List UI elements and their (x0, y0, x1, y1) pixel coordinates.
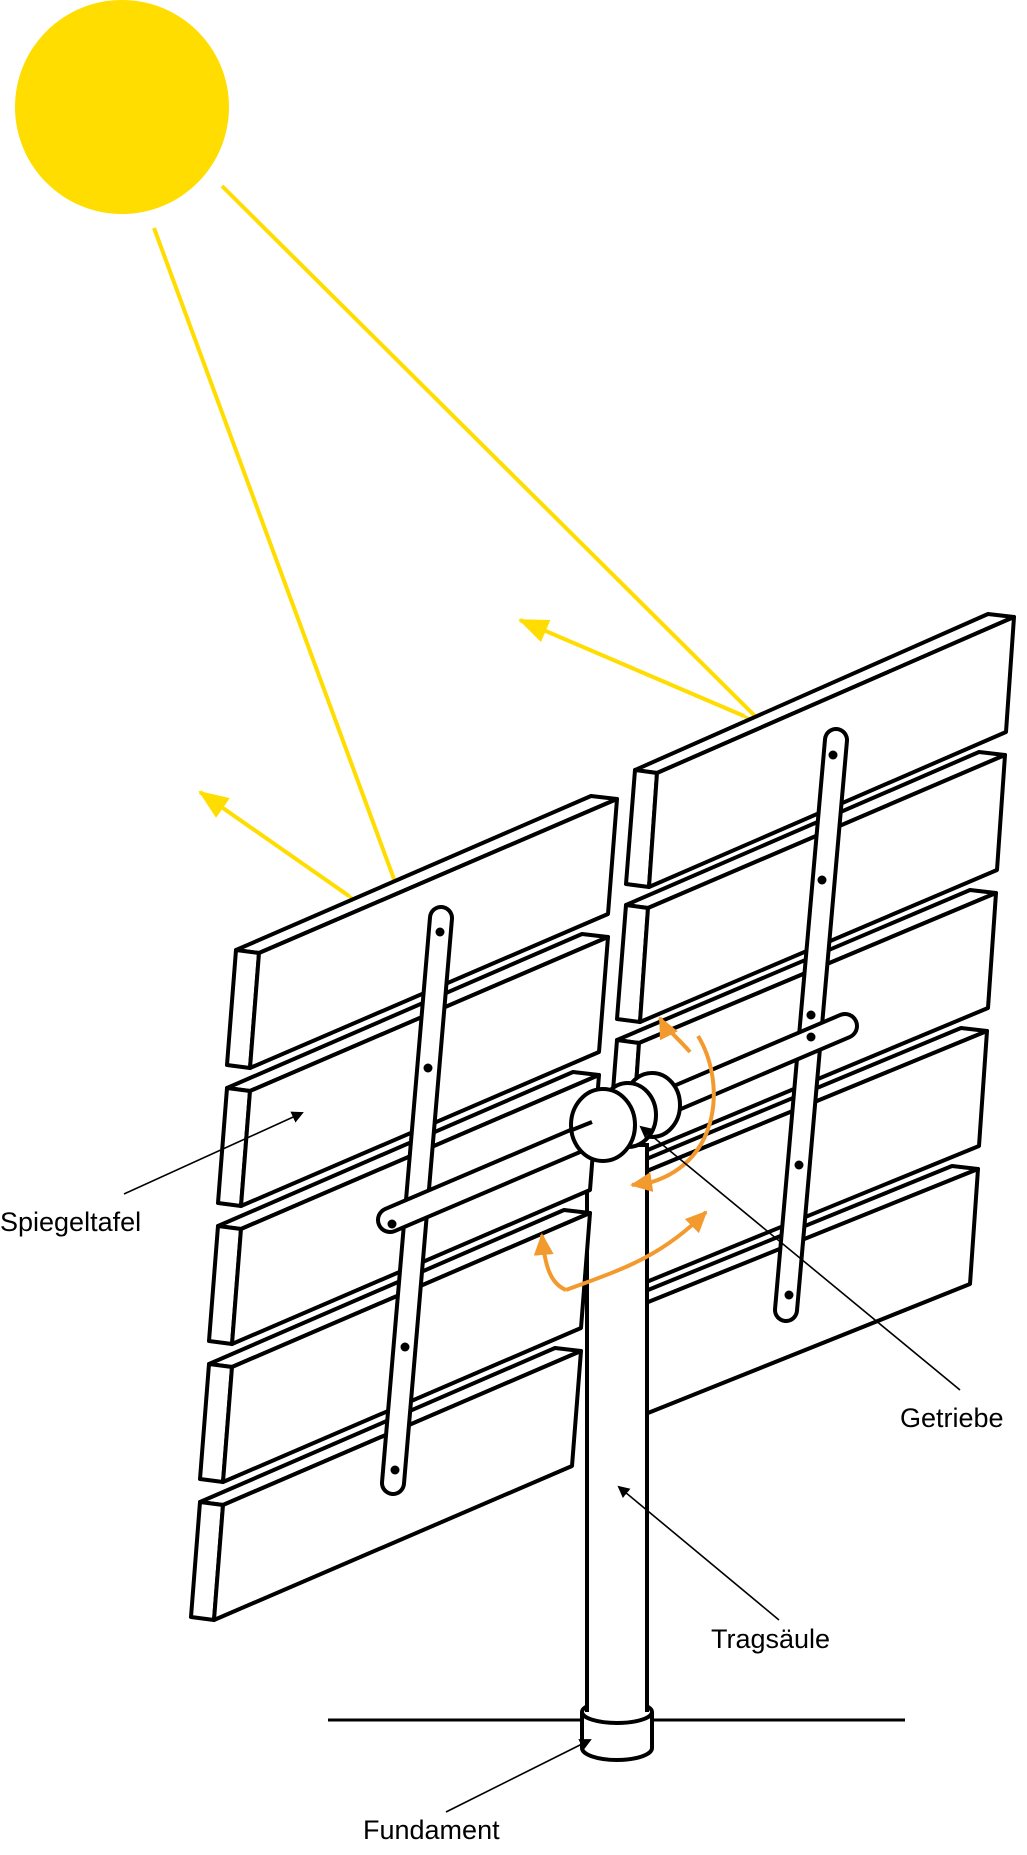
gearbox (569, 1071, 682, 1163)
sunbeam-reflected-right (518, 618, 745, 718)
rotation-arrow-icon (533, 1016, 716, 1292)
sunbeam-reflected-left (198, 790, 351, 898)
pointer-arrow-icon (445, 1739, 592, 1813)
pointer-arrow-icon (123, 1111, 304, 1195)
foundation-base (580, 1660, 654, 1762)
label-gearbox: Getriebe (900, 1403, 1004, 1433)
sunbeam-incoming-left (152, 227, 400, 891)
pointer-arrow-icon (639, 1125, 961, 1391)
label-mirror-panel: Spiegeltafel (0, 1207, 142, 1237)
support-column (585, 1143, 649, 1692)
label-foundation: Fundament (363, 1815, 500, 1845)
pointer-arrow-icon (617, 1485, 780, 1621)
label-support-column: Tragsäule (711, 1624, 831, 1654)
vertical-strut-right (773, 727, 849, 1323)
sunbeam-incoming-right (220, 184, 761, 722)
sun-icon (15, 0, 229, 214)
